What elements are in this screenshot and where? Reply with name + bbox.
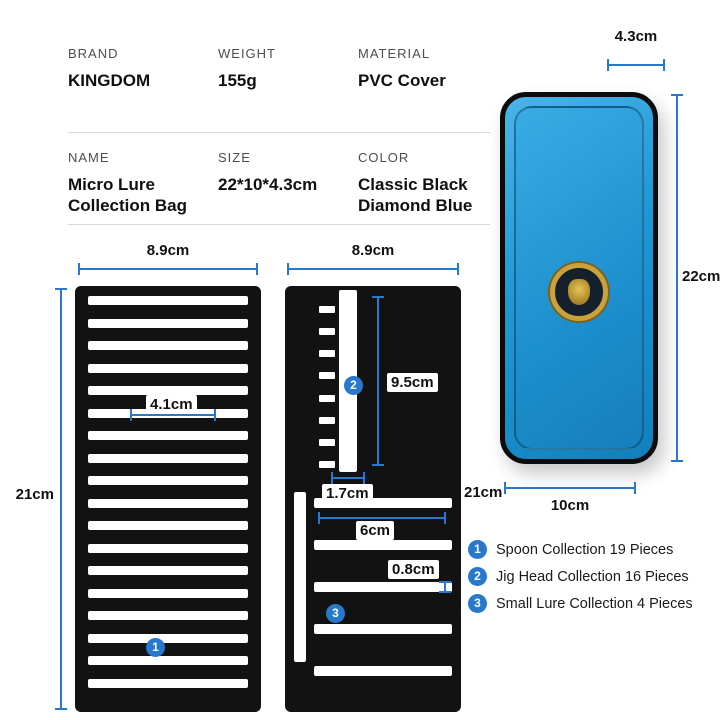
spec-size-label: SIZE: [218, 150, 251, 165]
foam-slot: [88, 453, 248, 463]
case-depth-dim-line: [607, 59, 665, 71]
spec-material-label: MATERIAL: [358, 46, 431, 61]
legend-label-jig: Jig Head Collection 16 Pieces: [496, 568, 689, 585]
legend-label-small-lure: Small Lure Collection 4 Pieces: [496, 595, 693, 612]
spec-color-value: Classic Black Diamond Blue: [358, 175, 473, 215]
jig-height-dim-line: [372, 296, 384, 466]
foam-slot: [88, 476, 248, 486]
foam-slot: [88, 318, 248, 328]
left-panel-height-dim-line: [55, 288, 67, 710]
lure-length-label: 6cm: [356, 521, 395, 540]
lure-width-label: 0.8cm: [388, 560, 439, 579]
spec-weight-value: 155g: [218, 71, 257, 90]
foam-slot: [88, 363, 248, 373]
foam-slot: [88, 588, 248, 598]
case-height-label: 22cm: [682, 268, 720, 285]
marker-2: 2: [344, 376, 363, 395]
case-front-panel: [514, 106, 644, 450]
spec-color: COLOR Classic Black Diamond Blue: [358, 150, 490, 216]
lure-width-dim-line: [439, 581, 451, 593]
jig-width-label: 1.7cm: [322, 484, 373, 503]
case-photo: [500, 92, 658, 464]
lure-bar-slots: [314, 498, 452, 676]
jig-tick-slots: [319, 306, 335, 468]
legend-item-spoon: 1 Spoon Collection 19 Pieces: [468, 540, 673, 559]
legend-item-small-lure: 3 Small Lure Collection 4 Pieces: [468, 594, 693, 613]
foam-slot: [88, 656, 248, 666]
foam-slot: [319, 460, 335, 468]
foam-slot: [88, 543, 248, 553]
foam-slot: [319, 416, 335, 424]
legend-item-jig: 2 Jig Head Collection 16 Pieces: [468, 567, 689, 586]
right-panel-height-label: 21cm: [464, 484, 503, 501]
left-foam-panel: [75, 286, 261, 712]
legend-marker-3: 3: [468, 594, 487, 613]
left-panel-height-label: 21cm: [15, 486, 54, 503]
spoon-slot-grid: [88, 296, 248, 688]
spec-name-label: NAME: [68, 150, 110, 165]
foam-slot: [88, 498, 248, 508]
jig-width-dim-line: [331, 472, 365, 484]
foam-slot: [88, 566, 248, 576]
foam-slot: [88, 341, 248, 351]
spec-size: SIZE 22*10*4.3cm: [218, 150, 317, 195]
spec-material-value: PVC Cover: [358, 71, 446, 90]
foam-slot: [314, 498, 452, 508]
case-depth-label: 4.3cm: [614, 28, 658, 45]
foam-slot: [88, 611, 248, 621]
case-width-dim-line: [504, 482, 636, 494]
right-foam-panel: [285, 286, 461, 712]
foam-slot: [314, 582, 452, 592]
jig-height-label: 9.5cm: [387, 373, 438, 392]
foam-slot: [314, 666, 452, 676]
legend-marker-1: 1: [468, 540, 487, 559]
spec-brand-label: BRAND: [68, 46, 119, 61]
spec-name: NAME Micro Lure Collection Bag: [68, 150, 200, 216]
spec-weight-label: WEIGHT: [218, 46, 276, 61]
lure-length-dim-line: [318, 512, 446, 524]
case-height-dim-line: [671, 94, 683, 462]
foam-slot: [319, 328, 335, 336]
legend-marker-2: 2: [468, 567, 487, 586]
foam-slot: [319, 350, 335, 358]
foam-slot: [88, 678, 248, 688]
left-panel-width-dim-line: [78, 263, 258, 275]
foam-slot: [314, 540, 452, 550]
spec-color-label: COLOR: [358, 150, 410, 165]
brand-badge-icon: [550, 262, 608, 321]
divider-top: [68, 132, 490, 133]
foam-slot: [88, 521, 248, 531]
marker-3: 3: [326, 604, 345, 623]
lure-side-slot: [294, 492, 306, 662]
spec-brand-value: KINGDOM: [68, 71, 151, 90]
legend-label-spoon: Spoon Collection 19 Pieces: [496, 541, 674, 558]
foam-slot: [88, 386, 248, 396]
spec-weight: WEIGHT 155g: [218, 46, 276, 91]
divider-bottom: [68, 224, 490, 225]
spec-brand: BRAND KINGDOM: [68, 46, 150, 91]
foam-slot: [319, 394, 335, 402]
foam-slot: [314, 624, 452, 634]
right-panel-width-label: 8.9cm: [351, 242, 395, 259]
spec-name-value: Micro Lure Collection Bag: [68, 175, 188, 215]
left-panel-width-label: 8.9cm: [146, 242, 190, 259]
foam-slot: [88, 633, 248, 643]
foam-slot: [319, 438, 335, 446]
brand-badge-emblem: [568, 278, 590, 305]
spec-material: MATERIAL PVC Cover: [358, 46, 446, 91]
right-panel-width-dim-line: [287, 263, 459, 275]
foam-slot: [88, 296, 248, 305]
foam-slot: [319, 306, 335, 313]
spoon-slot-width-label: 4.1cm: [146, 395, 197, 414]
foam-slot: [319, 372, 335, 380]
marker-1: 1: [146, 638, 165, 657]
spec-size-value: 22*10*4.3cm: [218, 175, 318, 194]
foam-slot: [88, 431, 248, 441]
spoon-slot-width-dim-line: [130, 409, 216, 421]
case-width-label: 10cm: [550, 497, 590, 514]
